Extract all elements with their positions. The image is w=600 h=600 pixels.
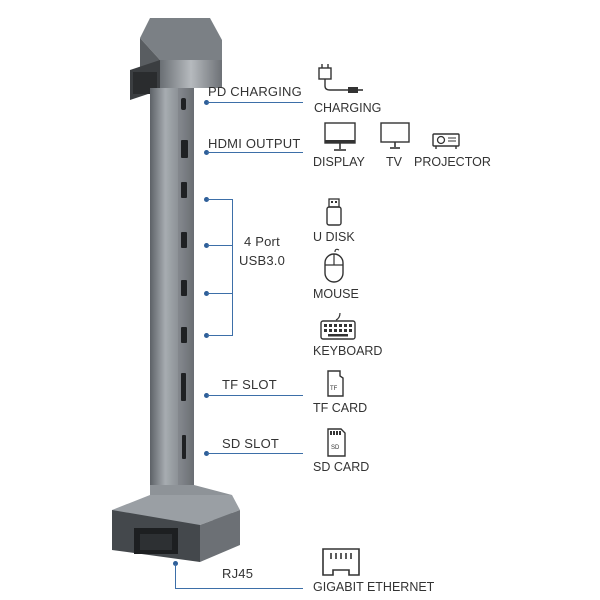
sd-port-dot xyxy=(204,451,209,456)
hdmi-port-dot xyxy=(204,150,209,155)
usb-port-dot-4 xyxy=(204,333,209,338)
keyboard-icon xyxy=(320,312,356,340)
usb-label-line1: 4 Port xyxy=(244,234,280,249)
port-openings xyxy=(181,98,188,459)
usb-port-dot-3 xyxy=(204,291,209,296)
svg-text:SD: SD xyxy=(331,445,340,451)
tf-port-dot xyxy=(204,393,209,398)
rj45-lead-line xyxy=(175,588,303,589)
display-device-label: DISPLAY xyxy=(313,155,365,169)
pd-charging-label: PD CHARGING xyxy=(208,84,302,99)
gigabit-ethernet-device-label: GIGABIT ETHERNET xyxy=(313,580,435,594)
hdmi-lead-line xyxy=(207,152,303,153)
tv-icon xyxy=(380,122,410,149)
usb-disk-icon xyxy=(326,198,342,226)
usb-label-line2: USB3.0 xyxy=(239,253,286,268)
pd-port-dot xyxy=(204,100,209,105)
usb-port-dot-2 xyxy=(204,243,209,248)
hdmi-output-label: HDMI OUTPUT xyxy=(208,136,301,151)
sd-card-icon: SD xyxy=(327,428,346,457)
u-disk-device-label: U DISK xyxy=(313,230,355,244)
tf-lead-line xyxy=(207,395,303,396)
tf-card-icon: TF xyxy=(327,370,344,397)
sd-lead-line xyxy=(207,453,303,454)
usb-lead-line-2 xyxy=(207,245,232,246)
charging-device-label: CHARGING xyxy=(314,101,382,115)
pd-lead-line xyxy=(207,102,303,103)
keyboard-device-label: KEYBOARD xyxy=(313,344,383,358)
charger-icon xyxy=(318,64,363,93)
bottom-base xyxy=(112,485,240,562)
top-bracket xyxy=(130,18,222,100)
usb-lead-line-4 xyxy=(207,335,232,336)
ethernet-port-icon xyxy=(322,548,360,576)
rj45-port-dot xyxy=(173,561,178,566)
usb-bracket-line xyxy=(232,199,233,336)
usb-port-dot-1 xyxy=(204,197,209,202)
usb-lead-line-3 xyxy=(207,293,232,294)
mouse-icon xyxy=(324,248,344,283)
rj45-vertical-line xyxy=(175,564,176,588)
mouse-device-label: MOUSE xyxy=(313,287,359,301)
tv-device-label: TV xyxy=(386,155,402,169)
usb-lead-line-1 xyxy=(207,199,232,200)
svg-text:TF: TF xyxy=(330,386,338,392)
tf-slot-label: TF SLOT xyxy=(222,377,277,392)
monitor-icon xyxy=(324,122,356,151)
rj45-label: RJ45 xyxy=(222,566,254,581)
tf-card-device-label: TF CARD xyxy=(313,401,368,415)
projector-device-label: PROJECTOR xyxy=(414,155,491,169)
sd-slot-label: SD SLOT xyxy=(222,436,280,451)
projector-icon xyxy=(432,133,460,149)
sd-card-device-label: SD CARD xyxy=(313,460,370,474)
